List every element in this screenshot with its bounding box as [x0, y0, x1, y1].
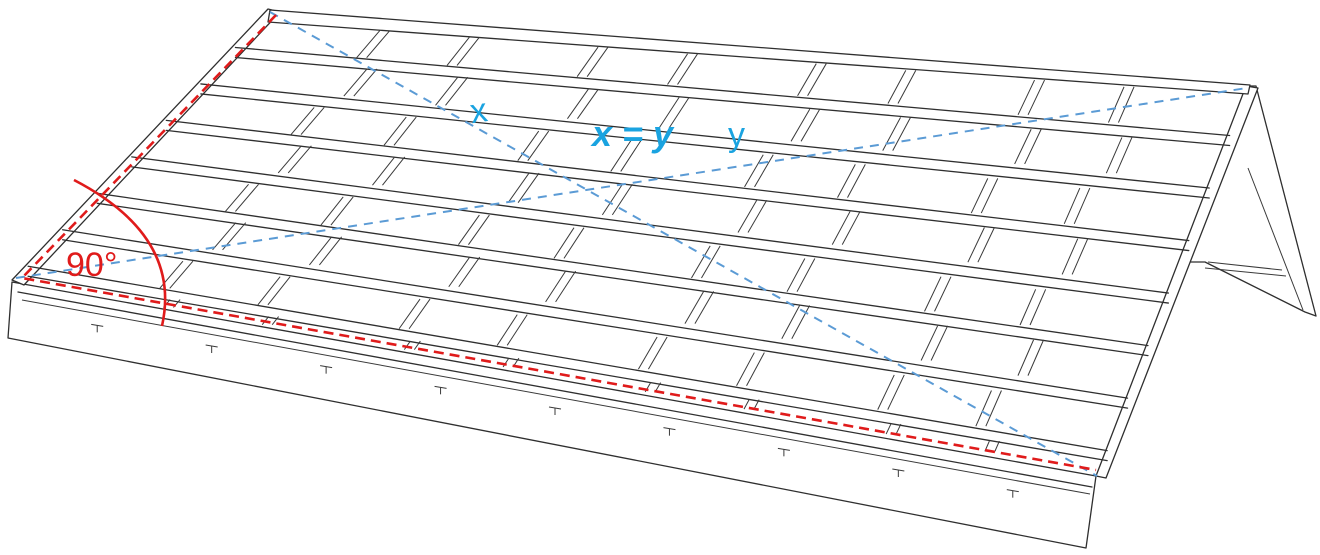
gutter-clip: [1006, 489, 1019, 498]
batten: [96, 192, 1149, 357]
batten: [200, 83, 1210, 199]
gutter-clips: [91, 323, 1019, 498]
roof-structure: [7, 8, 1317, 549]
fascia-board: [7, 281, 1097, 549]
rafter: [257, 36, 480, 326]
gutter-clip: [434, 385, 447, 395]
rafter: [398, 46, 609, 350]
gutter-clip: [548, 406, 562, 415]
angle-label: 90°: [66, 246, 117, 284]
rafter: [736, 70, 917, 410]
rafter: [496, 53, 698, 368]
rafters: [159, 30, 1135, 452]
batten: [234, 46, 1231, 147]
batten: [27, 265, 1108, 462]
battens: [27, 46, 1231, 462]
rafter: [877, 79, 1045, 435]
diagonal-x-label: x: [468, 91, 490, 131]
ridge-board: [267, 9, 1251, 95]
rafter: [975, 86, 1135, 452]
gutter-clip: [892, 468, 905, 477]
right-angle-arc-icon: [73, 178, 167, 327]
gutter-clip: [91, 323, 104, 333]
gutter-clip: [205, 344, 218, 353]
rafter: [159, 30, 391, 308]
gutter-clip: [320, 365, 333, 374]
diagonal-x-line: [269, 11, 1098, 477]
right-end-cap: [1095, 85, 1259, 479]
diagonal-y-label: y: [728, 116, 745, 154]
rafter: [637, 63, 827, 393]
gutter-clip: [777, 447, 790, 457]
gutter-clip: [663, 427, 676, 436]
square-edges: [19, 14, 1097, 472]
batten: [165, 119, 1190, 252]
batten: [62, 229, 1129, 409]
equation-label: x = y: [590, 113, 675, 154]
